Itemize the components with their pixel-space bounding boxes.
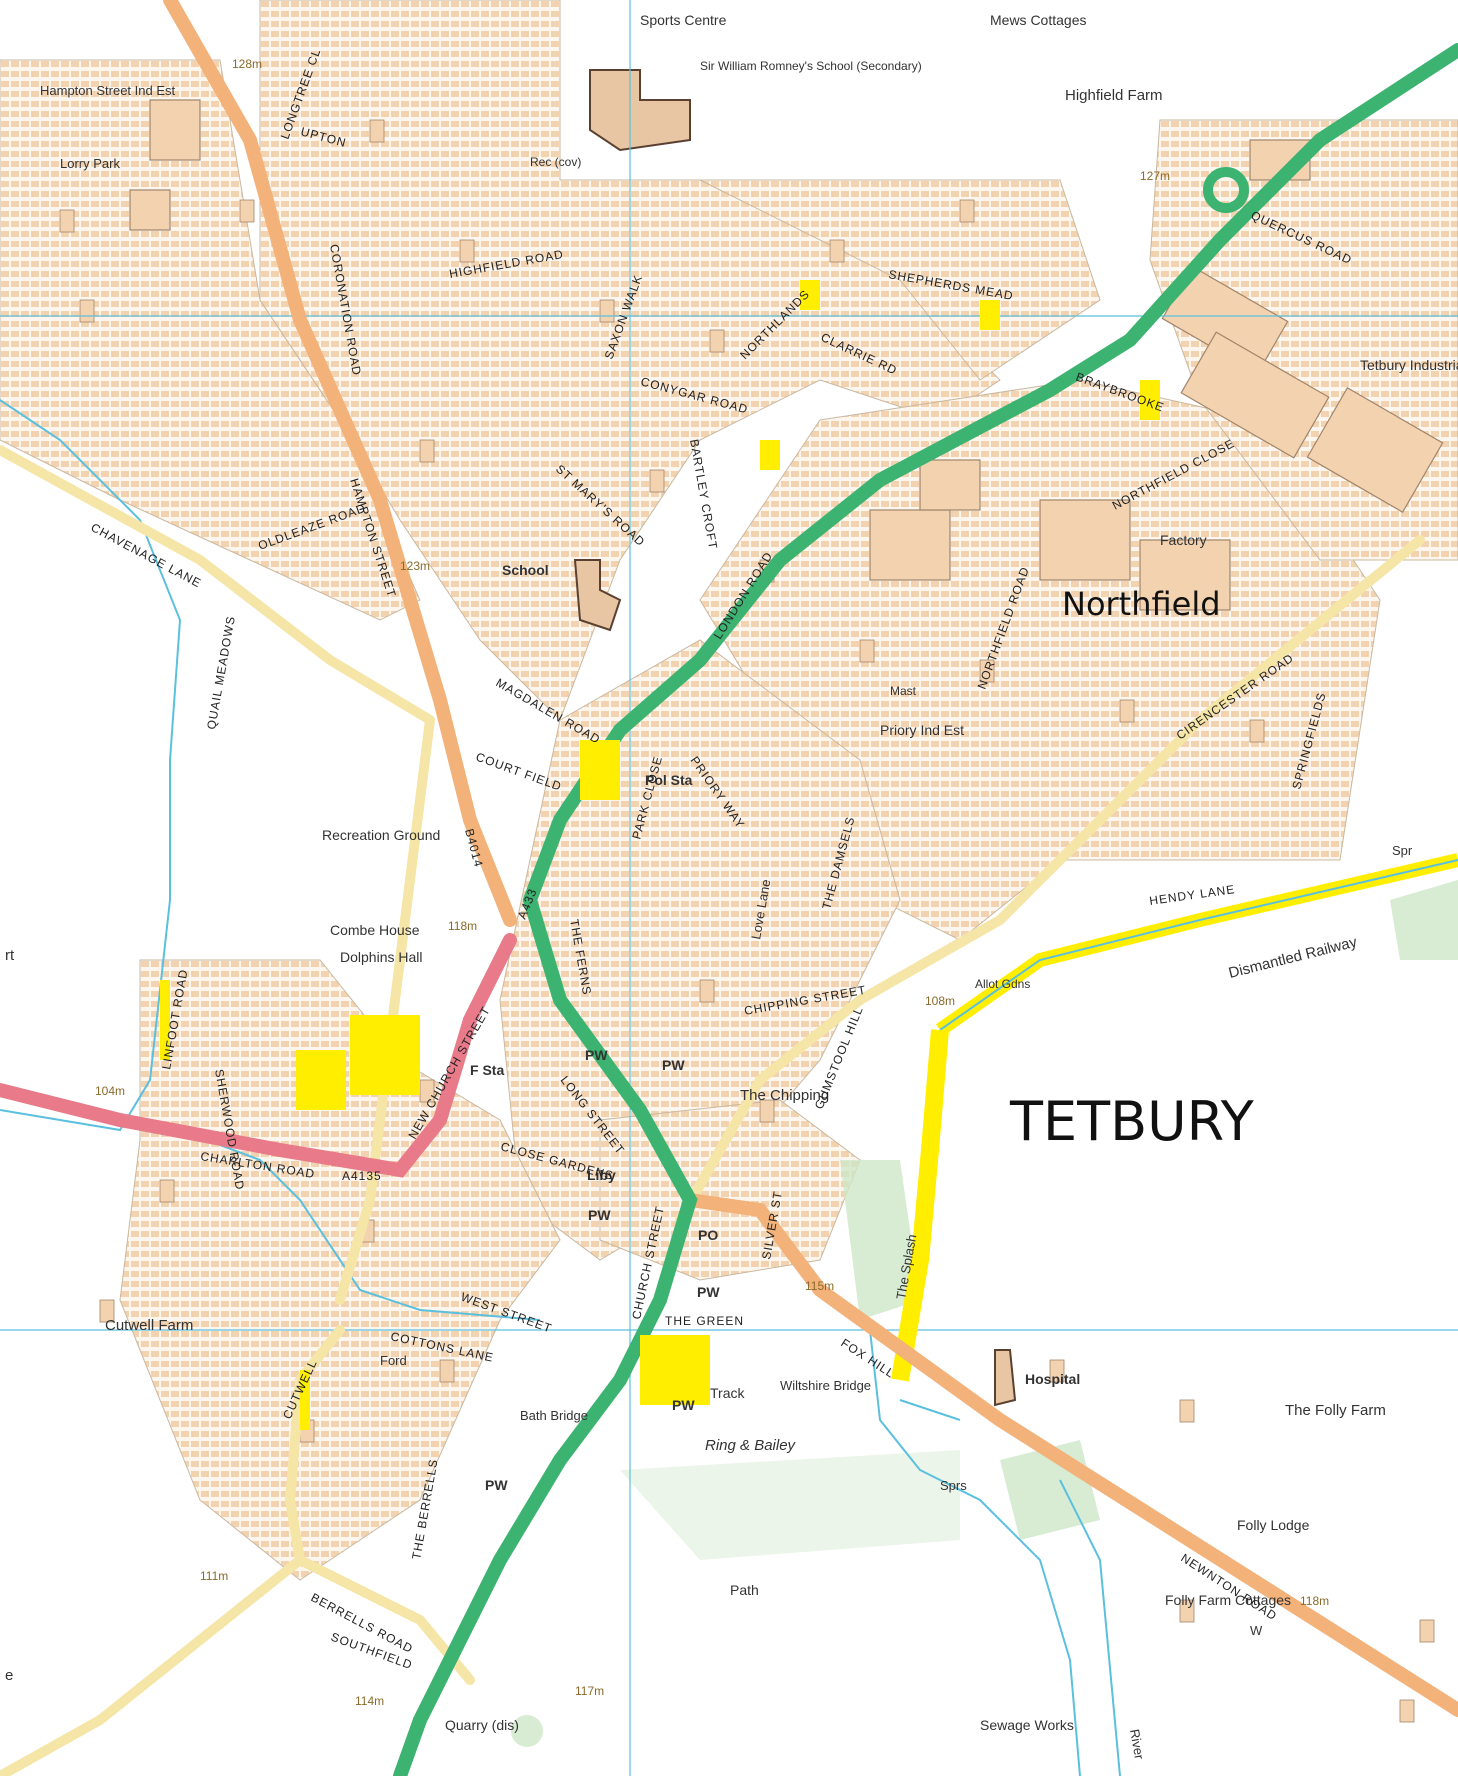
the-splash-strip	[891, 1029, 949, 1382]
label-folly-farm: The Folly Farm	[1285, 1402, 1386, 1419]
label-f-sta: F Sta	[470, 1062, 504, 1078]
label-rec-cov: Rec (cov)	[530, 155, 581, 169]
label-factory: Factory	[1160, 532, 1207, 548]
label-ford: Ford	[380, 1353, 407, 1368]
label-school: School	[502, 562, 549, 578]
label-sports-centre: Sports Centre	[640, 12, 727, 28]
label-pw-6: PW	[485, 1477, 508, 1493]
height-127: 127m	[1140, 169, 1170, 183]
label-pw-5: PW	[672, 1397, 695, 1413]
label-ring-bailey: Ring & Bailey	[705, 1437, 797, 1454]
label-e-edge: e	[5, 1667, 13, 1684]
label-pw-1: PW	[585, 1047, 608, 1063]
label-lorry-park: Lorry Park	[60, 156, 120, 171]
label-pw-4: PW	[697, 1284, 720, 1300]
label-folly-lodge: Folly Lodge	[1237, 1517, 1310, 1533]
label-rt: rt	[5, 947, 15, 964]
spot-heights: 128m 127m 123m 118m 108m 104m 115m 111m …	[95, 57, 1329, 1708]
height-114: 114m	[355, 1694, 384, 1708]
label-tetbury-ind: Tetbury Industrial E	[1360, 357, 1458, 373]
label-sewage: Sewage Works	[980, 1717, 1074, 1733]
label-dolphins: Dolphins Hall	[340, 949, 422, 965]
a433-main-road	[393, 43, 1458, 1776]
roundabout	[1203, 167, 1249, 213]
label-tetbury: TETBURY	[1009, 1090, 1255, 1153]
label-pw-2: PW	[662, 1057, 685, 1073]
height-123: 123m	[400, 559, 430, 573]
label-northfield: Northfield	[1062, 585, 1221, 623]
label-school-name: Sir William Romney's School (Secondary)	[700, 59, 922, 73]
label-track: Track	[710, 1385, 745, 1401]
label-spr: Spr	[1392, 843, 1413, 858]
label-mews: Mews Cottages	[990, 12, 1086, 28]
label-rec-ground: Recreation Ground	[322, 827, 440, 843]
a4135-charlton-road	[0, 933, 517, 1178]
label-river: River	[1127, 1728, 1147, 1761]
label-po: PO	[698, 1227, 718, 1243]
label-priory: Priory Ind Est	[880, 722, 964, 738]
height-115: 115m	[805, 1279, 834, 1293]
label-folly-cottages: Folly Farm Cottages	[1165, 1592, 1291, 1608]
label-w: W	[1250, 1623, 1263, 1638]
road-a4135: A4135	[342, 1169, 382, 1183]
height-128: 128m	[232, 57, 262, 71]
label-cutwell-farm: Cutwell Farm	[105, 1317, 193, 1334]
label-pw-3: PW	[588, 1207, 611, 1223]
height-117: 117m	[575, 1684, 604, 1698]
height-111: 111m	[200, 1569, 228, 1583]
label-combe: Combe House	[330, 922, 420, 938]
industrial-buildings	[129, 99, 1444, 611]
label-quarry: Quarry (dis)	[445, 1717, 519, 1733]
b4014-east	[683, 1193, 1458, 1717]
highlight-patches	[160, 280, 1160, 1430]
label-hampton-est: Hampton Street Ind Est	[40, 83, 176, 98]
height-118: 118m	[448, 919, 477, 933]
road-the-green: THE GREEN	[665, 1314, 744, 1328]
label-bath-bridge: Bath Bridge	[520, 1408, 588, 1423]
label-allot: Allot Gdns	[975, 977, 1030, 991]
label-chipping: The Chipping	[740, 1087, 829, 1104]
label-path: Path	[730, 1582, 759, 1598]
label-hospital: Hospital	[1025, 1371, 1080, 1387]
height-118b: 118m	[1300, 1594, 1329, 1608]
label-liby: Liby	[587, 1167, 616, 1183]
landmark-buildings	[573, 69, 1017, 1407]
height-108: 108m	[925, 994, 955, 1008]
label-sprs: Sprs	[940, 1478, 967, 1493]
watercourses	[0, 399, 1121, 1776]
label-highfield-farm: Highfield Farm	[1065, 87, 1163, 104]
height-104: 104m	[95, 1084, 125, 1098]
b4014-hampton-street	[163, 0, 517, 927]
label-mast: Mast	[890, 684, 917, 698]
label-pol-sta: Pol Sta	[645, 772, 693, 788]
house-blocks	[59, 119, 1435, 1723]
label-wiltshire-bridge: Wiltshire Bridge	[780, 1378, 871, 1393]
